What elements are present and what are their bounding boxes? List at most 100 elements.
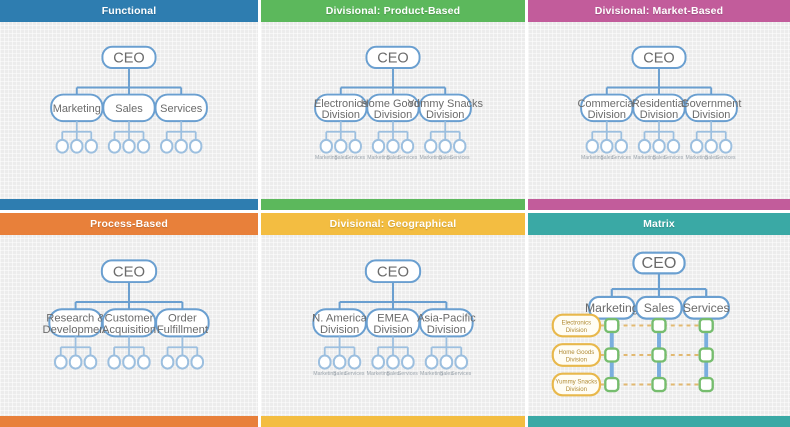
node-leaf-2[interactable] bbox=[704, 138, 718, 154]
matrix-cell-r1-c1[interactable] bbox=[604, 317, 620, 334]
node-leaf-2[interactable] bbox=[122, 138, 136, 154]
node-leaf-label: Services bbox=[664, 155, 684, 161]
node-leaf-3[interactable] bbox=[719, 138, 733, 154]
node-leaf-2[interactable] bbox=[70, 138, 84, 154]
matrix-cell-r2-c1[interactable] bbox=[604, 347, 620, 363]
node-ceo[interactable] bbox=[631, 45, 687, 69]
node-leaf-label: Marketing bbox=[581, 155, 604, 161]
node-leaf-2[interactable] bbox=[122, 354, 136, 370]
panel-title: Divisional: Geographical bbox=[329, 218, 457, 230]
node-ceo-label: CEO bbox=[113, 264, 145, 280]
node-leaf-3[interactable] bbox=[454, 354, 469, 370]
node-division-label: EMEA bbox=[377, 313, 409, 325]
node-leaf-label: Services bbox=[345, 155, 365, 161]
node-leaf-3[interactable] bbox=[347, 354, 362, 370]
node-leaf-label: Services bbox=[450, 155, 470, 161]
node-division-label: Division bbox=[320, 324, 359, 336]
node-leaf-1[interactable] bbox=[424, 354, 439, 370]
node-ceo[interactable] bbox=[100, 259, 158, 284]
node-leaf-3[interactable] bbox=[84, 138, 98, 154]
org-chart-divisional-market-based: CEOCommercialDivisionMarketingSalesServi… bbox=[578, 45, 741, 161]
node-division-3[interactable] bbox=[155, 308, 210, 338]
node-leaf-3[interactable] bbox=[666, 138, 681, 154]
node-leaf-3[interactable] bbox=[190, 354, 205, 370]
node-leaf-label: Sales bbox=[653, 155, 666, 161]
node-leaf-1[interactable] bbox=[319, 138, 333, 154]
node-leaf-2[interactable] bbox=[438, 138, 452, 154]
node-leaf-3[interactable] bbox=[453, 138, 467, 154]
panel-footer-divisional-market-based bbox=[528, 199, 790, 210]
node-division-3[interactable] bbox=[419, 308, 474, 338]
node-leaf-1[interactable] bbox=[53, 354, 68, 370]
node-leaf-1[interactable] bbox=[637, 138, 652, 154]
matrix-cell-r2-c2[interactable] bbox=[651, 347, 667, 363]
node-division-3[interactable] bbox=[551, 372, 602, 397]
node-leaf-2[interactable] bbox=[175, 354, 190, 370]
node-leaf-1[interactable] bbox=[160, 138, 174, 154]
node-leaf-label: Marketing bbox=[315, 155, 338, 161]
node-leaf-3[interactable] bbox=[83, 354, 98, 370]
node-leaf-3[interactable] bbox=[137, 354, 151, 370]
node-division-label: Home Goods bbox=[361, 98, 426, 110]
node-leaf-3[interactable] bbox=[400, 138, 415, 154]
node-leaf-3[interactable] bbox=[614, 138, 628, 154]
node-leaf-1[interactable] bbox=[107, 354, 121, 370]
matrix-cell-r3-c2[interactable] bbox=[651, 376, 667, 393]
node-division-label: Division bbox=[426, 109, 464, 121]
node-leaf-2[interactable] bbox=[174, 138, 188, 154]
node-leaf-2[interactable] bbox=[386, 354, 400, 370]
node-leaf-2[interactable] bbox=[386, 138, 400, 154]
node-leaf-3[interactable] bbox=[348, 138, 362, 154]
node-leaf-label: Marketing bbox=[367, 155, 390, 161]
node-leaf-1[interactable] bbox=[424, 138, 438, 154]
node-leaf-label: Marketing bbox=[420, 371, 443, 377]
node-leaf-label: Marketing bbox=[633, 155, 656, 161]
node-leaf-2[interactable] bbox=[439, 354, 454, 370]
node-leaf-1[interactable] bbox=[371, 354, 385, 370]
node-leaf-1[interactable] bbox=[317, 354, 332, 370]
node-ceo[interactable] bbox=[365, 45, 421, 69]
node-ceo-label: CEO bbox=[377, 264, 409, 280]
matrix-cell-r3-c3[interactable] bbox=[698, 376, 714, 393]
node-leaf-2[interactable] bbox=[600, 138, 614, 154]
node-division-label: Order bbox=[168, 313, 197, 325]
panel-footer-matrix bbox=[528, 416, 790, 427]
node-division-1[interactable] bbox=[551, 313, 602, 338]
node-leaf-3[interactable] bbox=[136, 138, 151, 154]
node-ceo[interactable] bbox=[101, 45, 157, 69]
node-division-label: Division bbox=[566, 357, 587, 364]
node-leaf-1[interactable] bbox=[160, 354, 175, 370]
node-leaf-1[interactable] bbox=[371, 138, 386, 154]
panel-header-matrix: Matrix bbox=[528, 213, 790, 235]
org-chart-divisional-product-based: CEOElectronicsDivisionMarketingSalesServ… bbox=[314, 45, 484, 161]
node-function-label: Sales bbox=[644, 301, 675, 315]
node-division-label: Electronics bbox=[314, 98, 368, 110]
node-leaf-3[interactable] bbox=[401, 354, 415, 370]
node-leaf-2[interactable] bbox=[332, 354, 347, 370]
node-leaf-1[interactable] bbox=[107, 138, 122, 154]
node-leaf-label: Sales bbox=[705, 155, 718, 161]
node-leaf-1[interactable] bbox=[55, 138, 69, 154]
node-leaf-1[interactable] bbox=[585, 138, 599, 154]
node-division-label: Asia-Pacific bbox=[417, 313, 476, 325]
node-division-label: Research & bbox=[46, 313, 105, 325]
node-leaf-2[interactable] bbox=[68, 354, 83, 370]
node-division-2[interactable] bbox=[551, 343, 602, 367]
matrix-cell-r1-c2[interactable] bbox=[651, 317, 667, 334]
matrix-cell-r2-c3[interactable] bbox=[698, 347, 714, 363]
node-leaf-2[interactable] bbox=[334, 138, 348, 154]
matrix-cell-r1-c3[interactable] bbox=[698, 317, 714, 334]
node-division-label: Sales bbox=[115, 103, 143, 115]
panel-header-divisional-product-based: Divisional: Product-Based bbox=[261, 0, 525, 22]
node-ceo[interactable] bbox=[364, 259, 422, 284]
node-leaf-3[interactable] bbox=[189, 138, 203, 154]
node-leaf-2[interactable] bbox=[652, 138, 666, 154]
node-leaf-1[interactable] bbox=[690, 138, 704, 154]
matrix-cell-r3-c1[interactable] bbox=[604, 376, 620, 393]
